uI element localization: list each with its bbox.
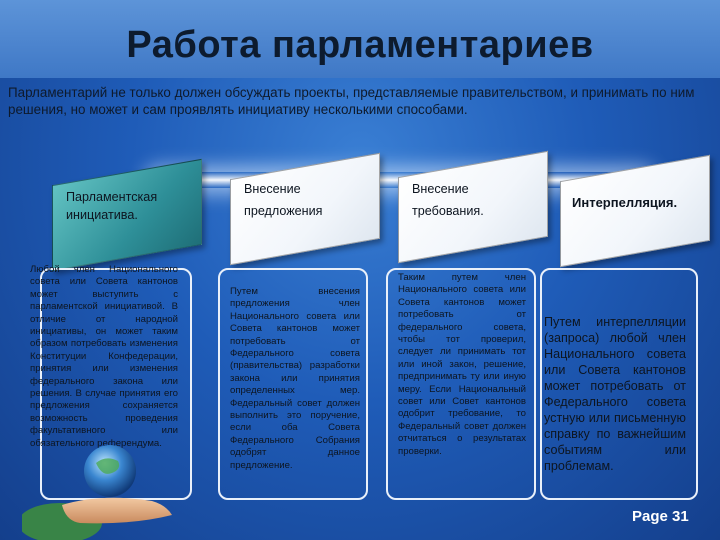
column-text-initiative: Любой член Национального совета или Сове… [30, 264, 178, 449]
column-text-requirement: Таким путем член Национального совета ил… [398, 272, 526, 457]
column-text-proposal: Путем внесения предложения член Национал… [230, 286, 360, 471]
intro-paragraph: Парламентарий не только должен обсуждать… [8, 85, 695, 117]
method-label-requirement-line1: Внесение [412, 182, 469, 196]
method-label-proposal-line1: Внесение [244, 182, 301, 196]
column-box-3 [386, 268, 536, 500]
method-label-initiative-line1: Парламентская [66, 190, 158, 204]
column-box-2 [218, 268, 368, 500]
method-label-initiative-line2: инициатива. [66, 208, 138, 222]
column-box-4 [540, 268, 698, 500]
hand-globe-image [22, 445, 172, 540]
title-band [0, 0, 720, 78]
method-label-proposal-line2: предложения [244, 204, 323, 218]
column-text-interpellation: Путем интерпелляции (запроса) любой член… [544, 315, 686, 473]
slide-title: Работа парламентариев [126, 24, 594, 66]
method-label-interpellation: Интерпелляция. [572, 195, 678, 210]
page-number: Page 31 [632, 508, 689, 525]
method-label-requirement-line2: требования. [412, 204, 484, 218]
